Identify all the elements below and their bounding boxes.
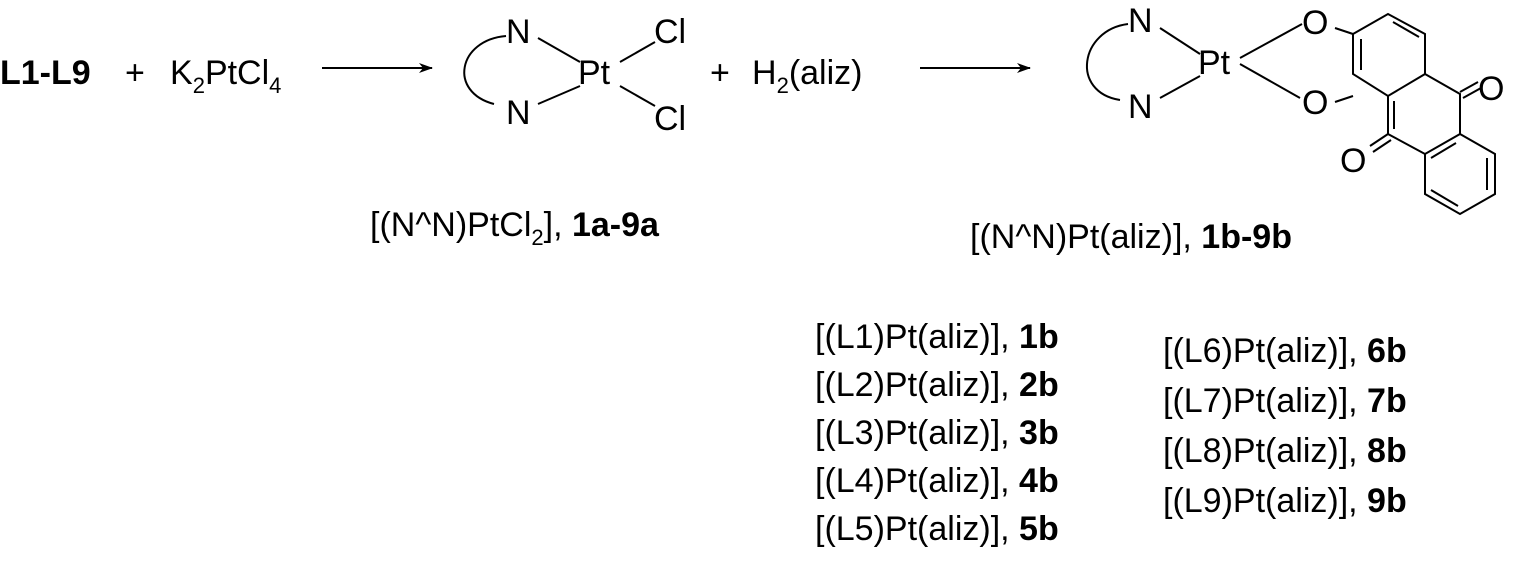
compound-entry: [(L4)Pt(aliz)], 4b [815,462,1059,500]
ring1-bond [1334,95,1354,103]
atom-pt: Pt [578,54,611,92]
ring3-double [1430,142,1457,159]
chelate-arc [463,35,507,105]
alizarin-reagent: H2(aliz) [752,54,862,98]
potassium-salt: K2PtCl4 [170,54,281,98]
compound-entry: [(L3)Pt(aliz)], 3b [815,414,1059,452]
ring1-bond [1334,27,1354,35]
compound-entry: [(L9)Pt(aliz)], 9b [1163,482,1407,520]
compound-list-right: [(L6)Pt(aliz)], 6b [(L7)Pt(aliz)], 7b [(… [1163,332,1407,520]
bond-pt-cl-top [619,41,656,63]
bond-pt-o-bottom [1239,63,1301,99]
bond-pt-cl-bottom [619,85,656,107]
ligands-label: L1-L9 [0,54,91,92]
product-bond-n-pt-bottom [1159,75,1201,99]
compound-entry: [(L1)Pt(aliz)], 1b [815,318,1059,356]
compound-list-left: [(L1)Pt(aliz)], 1b [(L2)Pt(aliz)], 2b [(… [815,318,1059,548]
product-atom-n-bottom: N [1128,88,1153,126]
ring2 [1387,73,1461,156]
carbonyl-bond-lower [1372,139,1392,153]
carbonyl-bond-right [1459,81,1479,93]
product-structure: N N Pt O O O O [1085,2,1504,216]
product-atom-o-bottom: O [1302,84,1328,122]
atom-cl-bottom: Cl [654,100,686,138]
bond-pt-o-top [1239,23,1303,59]
ring1-double [1392,21,1420,38]
carbonyl-o-lower: O [1340,142,1366,180]
compound-entry: [(L5)Pt(aliz)], 5b [815,510,1059,548]
ring3 [1424,133,1496,216]
ring3-double [1430,189,1459,207]
carbonyl-bond-lower [1369,133,1389,147]
carbonyl-o-right: O [1478,70,1504,108]
product-bond-n-pt-top [1159,27,1201,55]
compound-entry: [(L7)Pt(aliz)], 7b [1163,382,1407,420]
plus-sign-1: + [125,54,145,92]
product-atom-pt: Pt [1198,44,1231,82]
atom-cl-top: Cl [654,13,686,51]
product-atom-o-top: O [1302,4,1328,42]
bond-n-pt-bottom [537,85,581,105]
compound-entry: [(L6)Pt(aliz)], 6b [1163,332,1407,370]
product-label: [(N^N)Pt(aliz)], 1b-9b [970,218,1292,256]
atom-n-top: N [506,13,531,51]
intermediate-label: [(N^N)PtCl2], 1a-9a [370,206,660,250]
carbonyl-bond-right [1462,87,1482,99]
intermediate-structure: N N Pt Cl Cl [463,13,686,138]
atom-n-bottom: N [506,94,531,132]
compound-entry: [(L8)Pt(aliz)], 8b [1163,432,1407,470]
product-atom-n-top: N [1128,2,1153,40]
bond-n-pt-top [537,37,581,63]
plus-sign-2: + [710,54,730,92]
ring1 [1352,12,1426,98]
compound-entry: [(L2)Pt(aliz)], 2b [815,366,1059,404]
product-chelate-arc [1085,23,1129,101]
